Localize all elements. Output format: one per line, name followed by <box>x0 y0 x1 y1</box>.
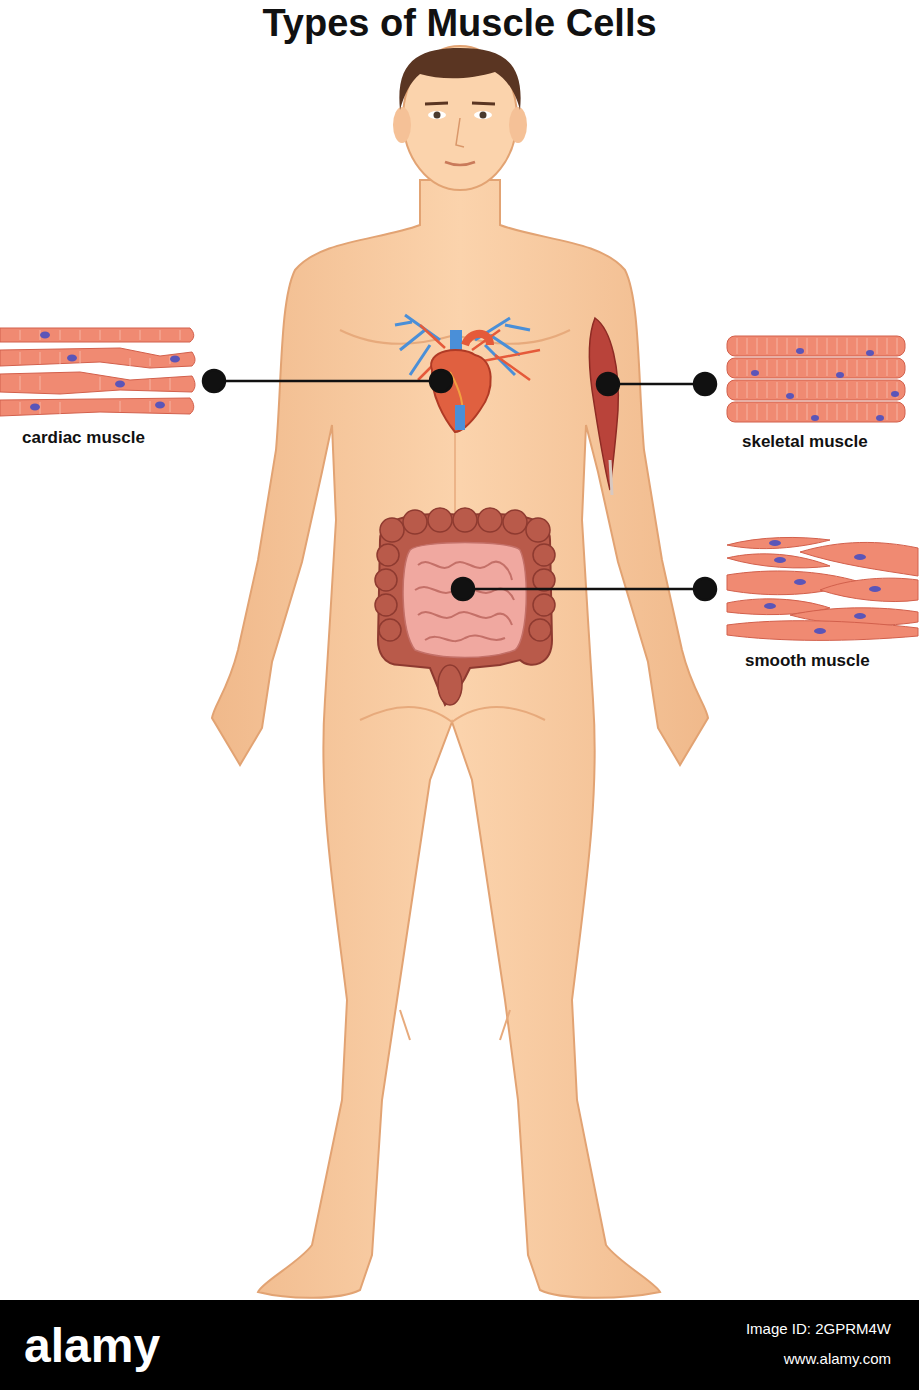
watermark-logo: alamy <box>24 1318 160 1373</box>
skeletal-cells <box>727 336 905 422</box>
cell-label: cardiac muscle <box>22 428 145 448</box>
watermark-bar <box>0 1300 919 1390</box>
leader-lines <box>203 370 716 600</box>
watermark-url: www.alamy.com <box>784 1350 891 1367</box>
heart <box>395 315 540 432</box>
watermark-id: Image ID: 2GPRM4W <box>746 1320 891 1337</box>
arm-muscle <box>589 318 618 490</box>
cell-label: skeletal muscle <box>742 432 868 452</box>
intestines <box>375 508 555 705</box>
smooth-cells <box>727 537 918 640</box>
human-body <box>212 46 708 1298</box>
title: Types of Muscle Cells <box>0 2 919 45</box>
cardiac-cells <box>0 328 195 416</box>
cell-label: smooth muscle <box>745 651 870 671</box>
